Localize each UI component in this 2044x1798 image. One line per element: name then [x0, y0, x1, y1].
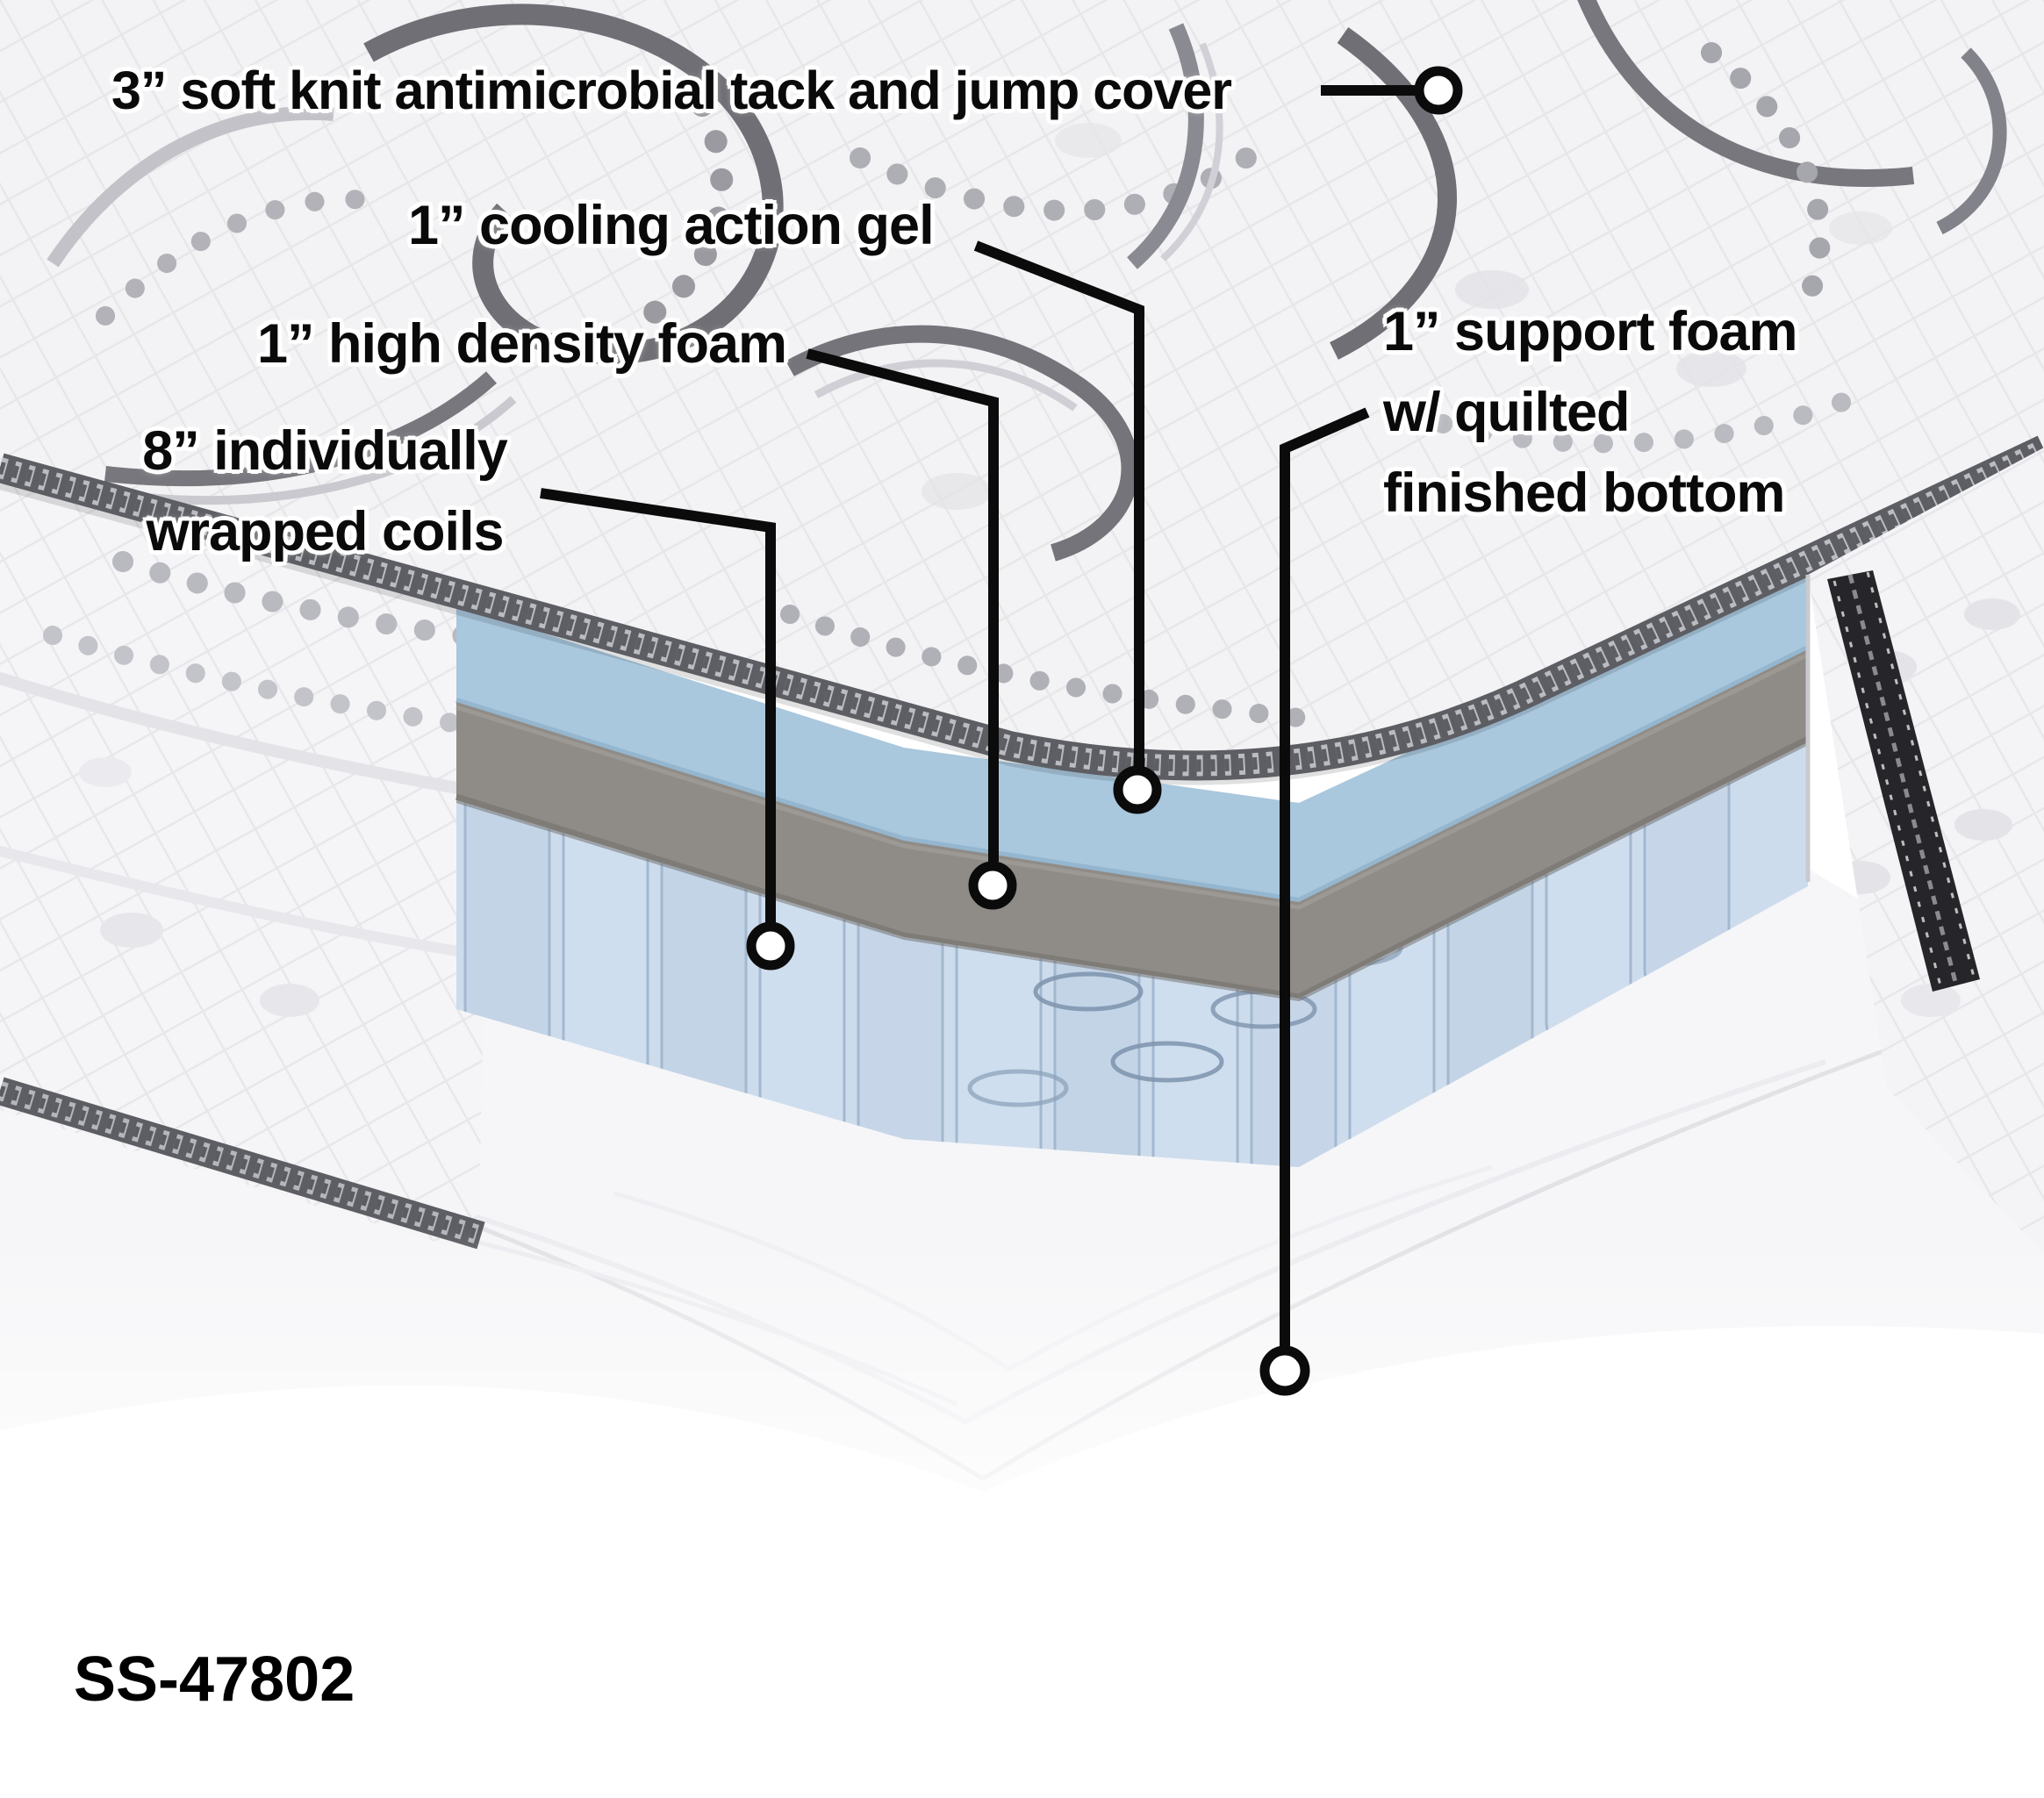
callout-label-cooling-gel-text: 1” cooling action gel	[408, 195, 935, 256]
callout-label-cover: 3” soft knit antimicrobial tack and jump…	[111, 61, 1232, 120]
marker-support-foam	[1259, 1345, 1310, 1396]
swirl-ornament	[363, 4, 784, 365]
callout-label-coils-line2: wrapped coils	[146, 501, 504, 562]
callout-line-coils	[540, 488, 776, 922]
callout-label-coils-line1: 8” individually	[142, 420, 508, 482]
callout-markers	[746, 66, 1463, 1396]
bottom-fade	[0, 1229, 2044, 1597]
marker-coils	[746, 921, 795, 971]
bottom-binding-tape	[0, 1077, 485, 1250]
cooling-gel-layer	[456, 566, 1808, 902]
callout-label-support-foam: 1” support foam w/ quilted finished bott…	[1383, 291, 1798, 534]
marker-density-foam	[968, 861, 1017, 910]
left-side-panel	[0, 468, 544, 1255]
marker-cooling-gel	[1113, 765, 1162, 814]
callout-line-support-foam	[1280, 407, 1370, 1347]
callout-label-density-foam-text: 1” high density foam	[257, 313, 787, 375]
spring-coil-wire	[1033, 971, 1144, 1012]
callout-label-support-foam-line1: 1” support foam	[1383, 301, 1798, 362]
callout-line-density-foam	[806, 348, 999, 862]
callout-label-cover-text: 3” soft knit antimicrobial tack and jump…	[111, 61, 1232, 120]
callout-line-cooling-gel	[973, 240, 1144, 768]
model-number: SS-47802	[74, 1644, 355, 1715]
callout-label-coils: 8” individually wrapped coils	[112, 411, 537, 572]
callout-lines	[540, 85, 1415, 1347]
spring-coil-wire	[1110, 1041, 1224, 1083]
callout-label-support-foam-line2: w/ quilted	[1383, 382, 1630, 443]
callout-label-cooling-gel: 1” cooling action gel	[408, 195, 935, 256]
callout-label-density-foam: 1” high density foam	[257, 313, 787, 375]
callout-label-support-foam-line3: finished bottom	[1383, 462, 1785, 524]
marker-cover	[1414, 66, 1463, 115]
